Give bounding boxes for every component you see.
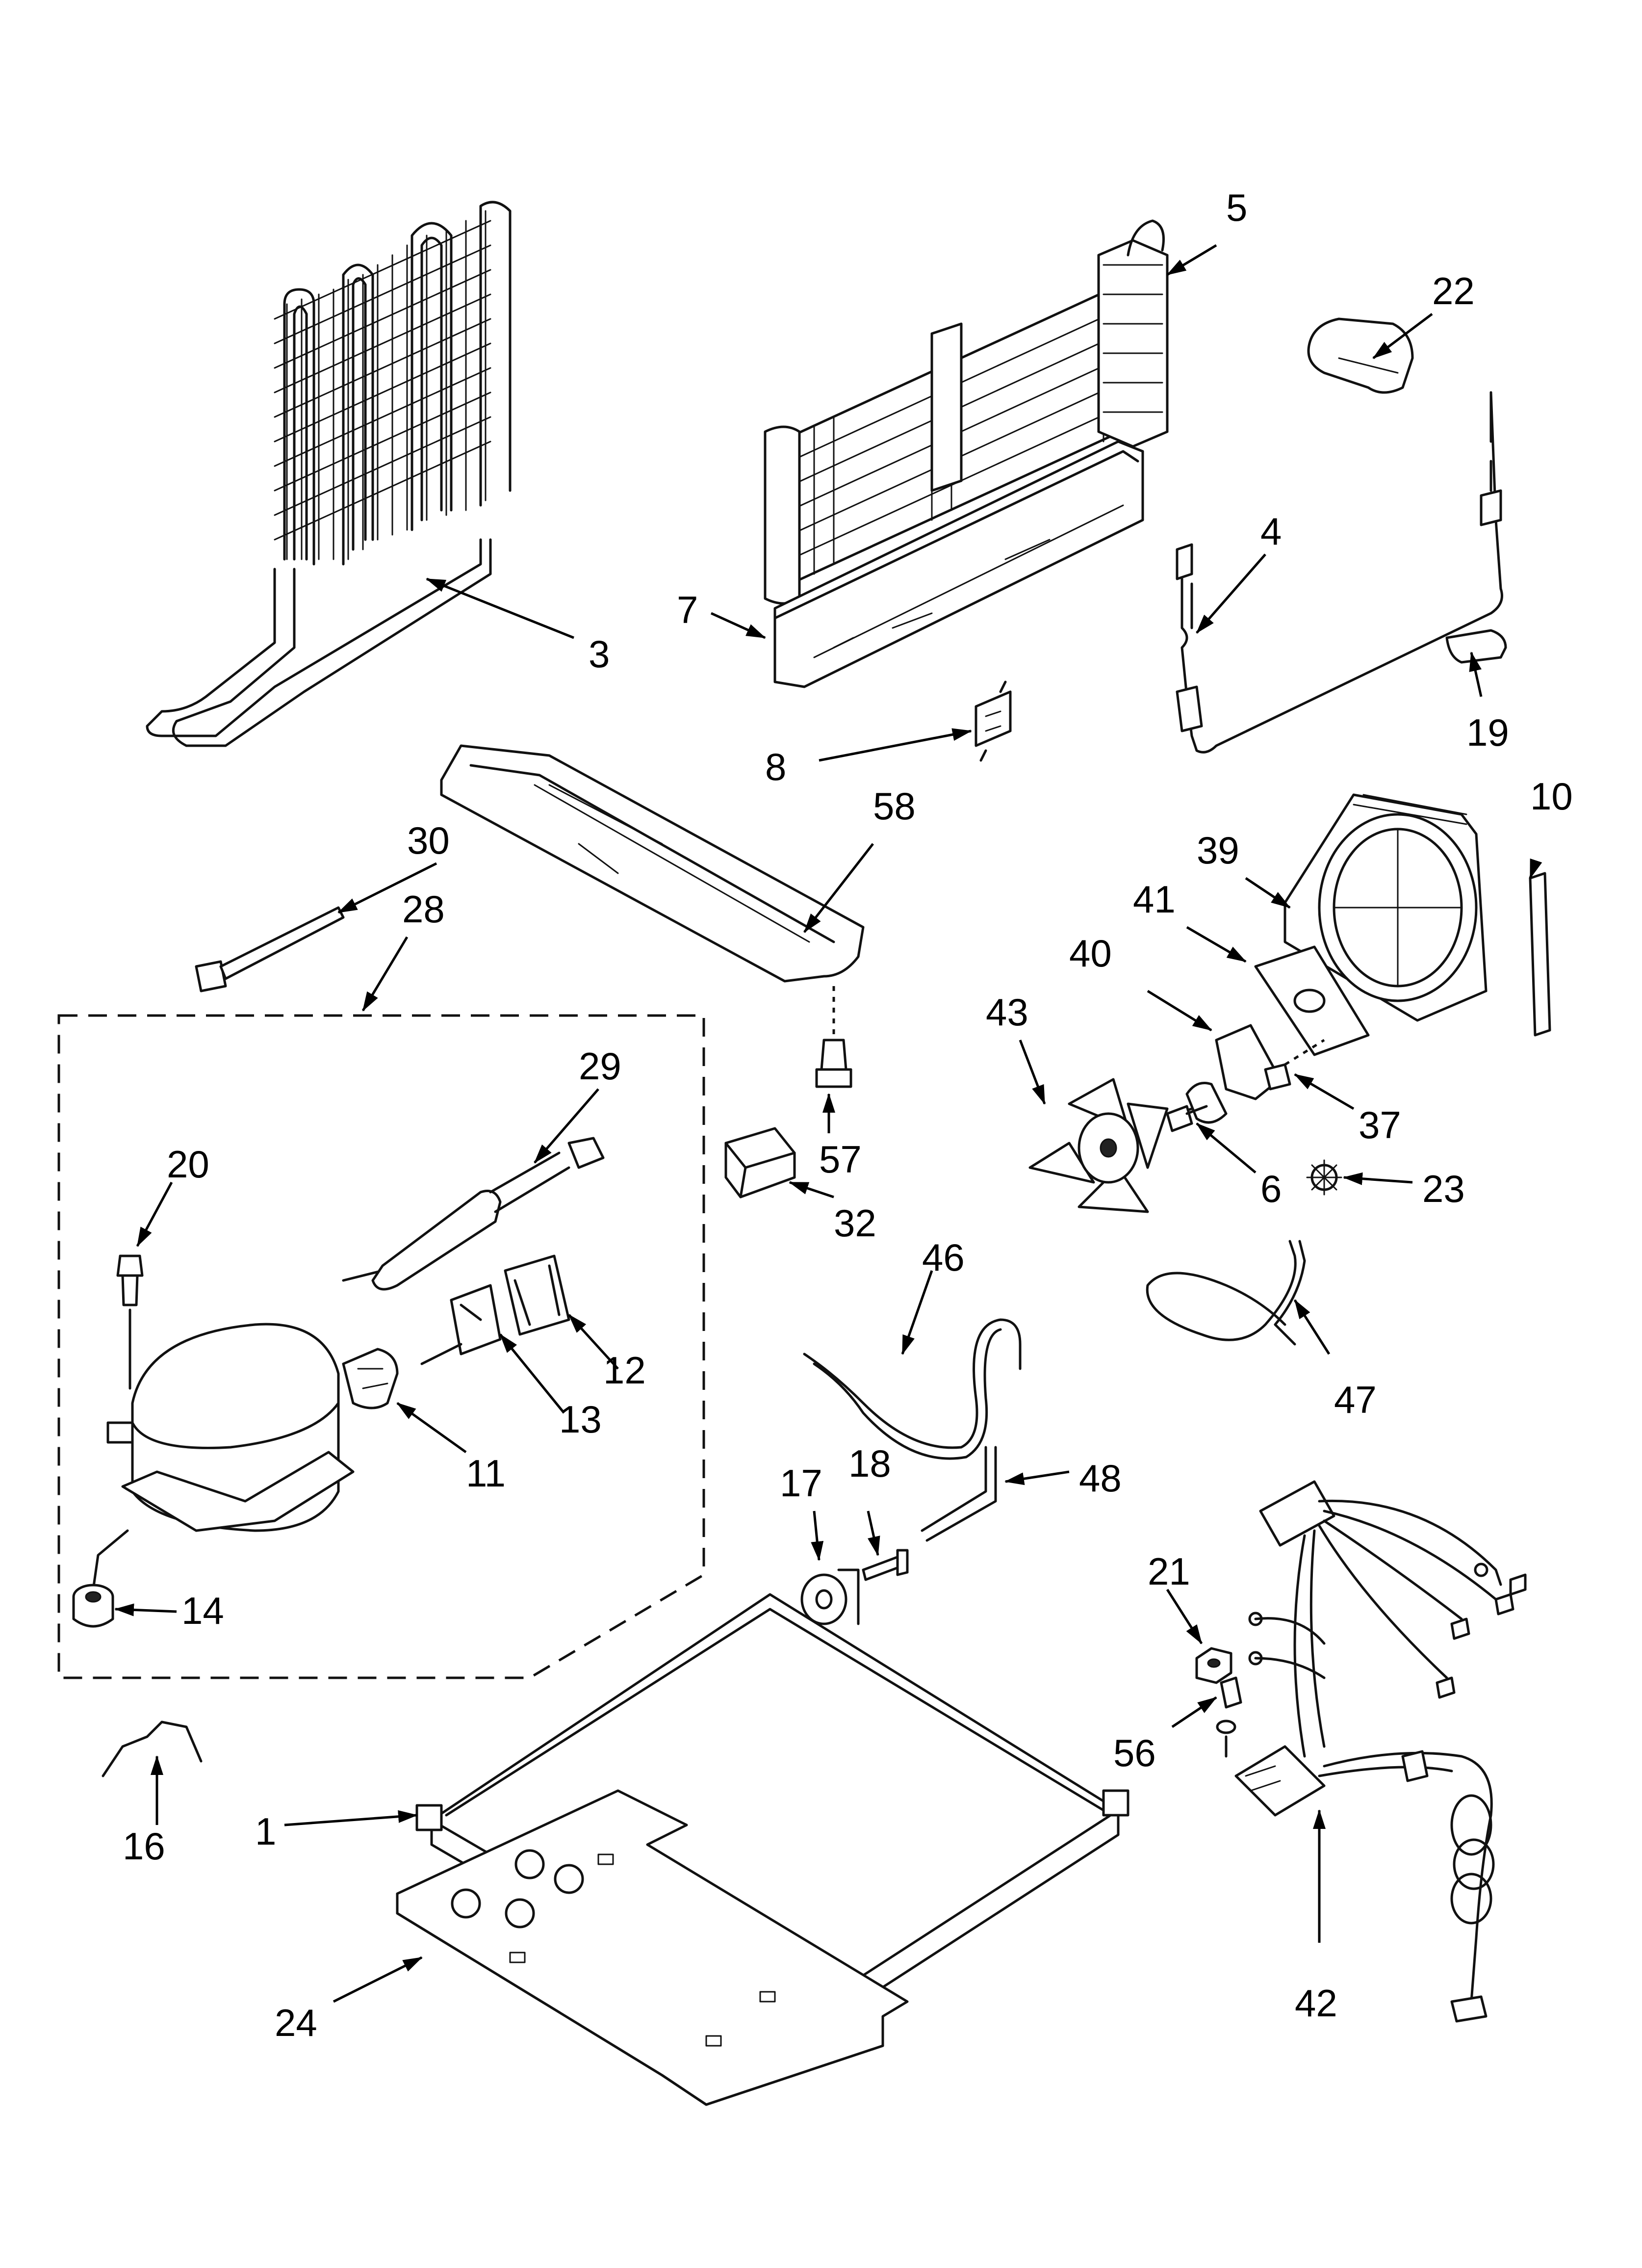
leader-lines <box>114 244 1542 2003</box>
callout-7: 7 <box>677 588 698 631</box>
callout-47: 47 <box>1334 1378 1377 1421</box>
callout-41: 41 <box>1133 878 1176 921</box>
callout-39: 39 <box>1197 829 1239 872</box>
callout-43: 43 <box>986 991 1028 1034</box>
callout-23: 23 <box>1422 1167 1465 1210</box>
callout-1: 1 <box>255 1810 276 1853</box>
bracket <box>975 680 1012 762</box>
callout-57: 57 <box>819 1138 862 1181</box>
relay <box>420 1284 502 1365</box>
callout-14: 14 <box>181 1589 224 1632</box>
fan-motor <box>1176 1024 1282 1124</box>
callout-18: 18 <box>848 1442 891 1485</box>
callout-4: 4 <box>1260 510 1282 553</box>
callout-28: 28 <box>402 887 445 931</box>
nut <box>1195 1647 1232 1684</box>
callout-19: 19 <box>1466 711 1509 754</box>
gasket <box>1254 945 1370 1056</box>
callout-29: 29 <box>579 1044 621 1088</box>
drier <box>342 1137 605 1291</box>
callout-21: 21 <box>1148 1550 1190 1593</box>
callout-20: 20 <box>167 1143 209 1186</box>
drain-trough <box>773 440 1144 688</box>
callout-22: 22 <box>1432 269 1475 313</box>
callout-10: 10 <box>1530 775 1573 818</box>
callout-24: 24 <box>275 2001 317 2044</box>
screw-57 <box>815 986 852 1088</box>
callout-48: 48 <box>1079 1457 1122 1500</box>
callout-40: 40 <box>1069 932 1112 975</box>
screw-6 <box>1166 1105 1208 1132</box>
callout-6: 6 <box>1260 1167 1282 1210</box>
callout-16: 16 <box>123 1825 165 1868</box>
callout-3: 3 <box>589 632 610 676</box>
callout-17: 17 <box>780 1461 822 1505</box>
callout-13: 13 <box>559 1398 602 1441</box>
tape-strip <box>1529 872 1551 1037</box>
tube-48 <box>921 1446 997 1542</box>
fan-shroud <box>1283 793 1488 1022</box>
cable-tie <box>195 906 345 992</box>
wire-harness <box>1234 1480 1527 2023</box>
callout-labels: 3 5 22 4 7 8 19 58 10 39 41 40 43 37 6 2… <box>123 186 1573 2044</box>
fan-blade <box>1028 1078 1169 1213</box>
cap <box>1307 317 1414 394</box>
tube-46 <box>803 1318 1022 1460</box>
callout-12: 12 <box>603 1349 646 1392</box>
evaporator-coil <box>764 219 1169 605</box>
base-plate <box>396 1789 909 2106</box>
screw-56 <box>1216 1676 1242 1758</box>
callout-56: 56 <box>1113 1731 1156 1774</box>
callout-5: 5 <box>1226 186 1247 229</box>
callout-11: 11 <box>466 1452 506 1495</box>
callout-42: 42 <box>1295 1981 1337 2025</box>
compressor <box>106 1323 355 1532</box>
tube-47 <box>1146 1240 1306 1346</box>
callout-8: 8 <box>765 745 786 788</box>
kit-boundary <box>57 1014 705 1679</box>
clip <box>1445 629 1507 664</box>
callout-37: 37 <box>1359 1103 1401 1147</box>
callout-32: 32 <box>834 1201 876 1245</box>
drain-pan <box>440 744 865 983</box>
screw-20 <box>116 1254 144 1390</box>
screw-37 <box>1264 1039 1325 1091</box>
spring-clip <box>102 1721 203 1777</box>
start-device <box>724 1127 796 1199</box>
sensor-wire <box>1176 391 1503 754</box>
callout-46: 46 <box>922 1236 965 1279</box>
relay-cover <box>504 1254 570 1336</box>
condenser-coil <box>146 201 512 747</box>
callout-58: 58 <box>873 784 916 828</box>
grommet <box>72 1529 129 1628</box>
callout-30: 30 <box>407 819 450 862</box>
bolt <box>862 1549 909 1581</box>
fan-hub <box>1306 1159 1342 1196</box>
overload <box>342 1348 399 1409</box>
spacer <box>800 1568 860 1625</box>
